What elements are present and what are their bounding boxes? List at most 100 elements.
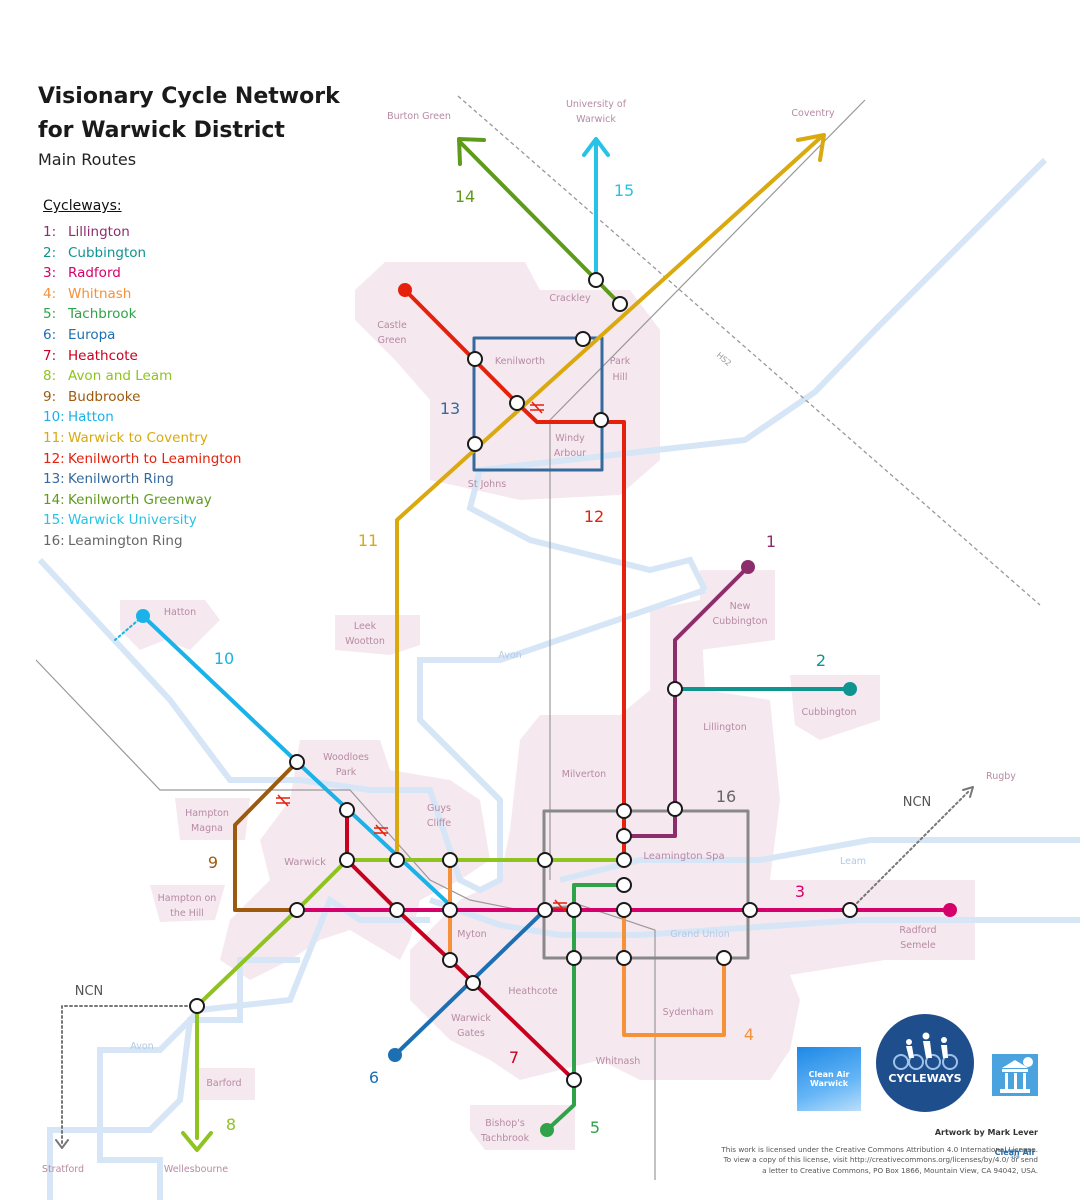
legend-label: Avon and Leam xyxy=(68,368,173,385)
barford-area xyxy=(195,1068,255,1100)
label-guys-cliffe-1: Guys xyxy=(427,803,451,814)
label-university-2: Warwick xyxy=(576,114,616,125)
legend-number: 14: xyxy=(43,491,65,508)
junction xyxy=(588,272,604,288)
junction xyxy=(442,852,458,868)
label-crackley: Crackley xyxy=(549,293,591,304)
junction xyxy=(842,902,858,918)
route-number-1: 1 xyxy=(766,532,776,551)
junction xyxy=(616,902,632,918)
route-number-13: 13 xyxy=(440,399,460,418)
route-13-line xyxy=(472,336,604,472)
legend-number: 16: xyxy=(43,532,65,549)
legend-label: Kenilworth Greenway xyxy=(68,491,212,508)
label-wellesbourne: Wellesbourne xyxy=(164,1164,228,1175)
junction xyxy=(616,950,632,966)
hampton-hill-area xyxy=(150,885,225,922)
label-hatton: Hatton xyxy=(164,607,196,618)
junction xyxy=(442,902,458,918)
legend-label: Whitnash xyxy=(68,285,132,302)
legend-number: 8: xyxy=(43,368,57,385)
label-bishops-tachbrook-1: Bishop's xyxy=(485,1118,525,1129)
junction xyxy=(389,902,405,918)
junction xyxy=(467,436,483,452)
leamington-area xyxy=(410,600,975,1080)
cyclists-icon xyxy=(893,1032,958,1070)
legend-number: 6: xyxy=(43,326,57,343)
grand-union-canal xyxy=(428,897,1080,938)
legend-item: 10:Hatton xyxy=(43,407,241,428)
legend-item: 7:Heathcote xyxy=(43,346,241,367)
legend-item: 13:Kenilworth Ring xyxy=(43,469,241,490)
label-radford-semele-1: Radford xyxy=(899,925,936,936)
label-hampton-hill-2: the Hill xyxy=(170,908,204,919)
label-hs2: HS2 xyxy=(715,351,733,368)
junction xyxy=(575,331,591,347)
junction xyxy=(566,1072,582,1088)
junction xyxy=(537,902,553,918)
label-leam: Leam xyxy=(840,856,866,867)
clean-air-leamington-line-2: For Leamington Spa xyxy=(995,1148,1035,1160)
label-radford-semele-2: Semele xyxy=(900,940,936,951)
legend-item: 12:Kenilworth to Leamington xyxy=(43,449,241,470)
label-hampton-magna-1: Hampton xyxy=(185,808,229,819)
label-myton: Myton xyxy=(457,929,486,940)
terminus-cubbington xyxy=(843,682,857,696)
label-warwick: Warwick xyxy=(284,857,326,868)
legend: 1:Lillington 2:Cubbington 3:Radford 4:Wh… xyxy=(43,222,241,552)
label-rugby: Rugby xyxy=(986,771,1016,782)
bandstand-icon xyxy=(992,1054,1038,1096)
label-woodloes-park-1: Woodloes xyxy=(323,752,369,763)
legend-number: 10: xyxy=(43,409,65,426)
new-cubbington-area xyxy=(700,570,775,650)
junction xyxy=(742,902,758,918)
avon-river-mid xyxy=(37,557,706,894)
cycleways-logo: CYCLEWAYS xyxy=(876,1014,974,1112)
leek-wootton-area xyxy=(335,615,420,655)
junction xyxy=(509,395,525,411)
route-11-line xyxy=(395,136,822,862)
label-stratford: Stratford xyxy=(42,1164,84,1175)
legend-item: 14:Kenilworth Greenway xyxy=(43,490,241,511)
legend-item: 11:Warwick to Coventry xyxy=(43,428,241,449)
legend-number: 13: xyxy=(43,471,65,488)
legend-label: Kenilworth to Leamington xyxy=(68,450,242,467)
legend-number: 2: xyxy=(43,244,57,261)
junction xyxy=(467,351,483,367)
map-title-line-1: Visionary Cycle Network xyxy=(38,84,340,109)
route-number-8: 8 xyxy=(226,1115,236,1134)
license-line-3: a letter to Creative Commons, PO Box 186… xyxy=(762,1165,1038,1175)
junction xyxy=(339,852,355,868)
stratford-arrow xyxy=(55,1139,69,1149)
legend-item: 15:Warwick University xyxy=(43,510,241,531)
water-labels: Avon Leam Avon Grand Union xyxy=(130,650,866,1052)
legend-label: Budbrooke xyxy=(68,388,141,405)
burton-green-arrow xyxy=(457,137,486,166)
legend-label: Leamington Ring xyxy=(68,532,183,549)
terminus-bishops-tachbrook xyxy=(540,1123,554,1137)
legend-heading: Cycleways: xyxy=(43,198,122,214)
avon-river-north xyxy=(466,157,1048,592)
legend-number: 5: xyxy=(43,306,57,323)
junction xyxy=(616,852,632,868)
legend-label: Hatton xyxy=(68,409,114,426)
junction xyxy=(189,998,205,1014)
legend-item: 6:Europa xyxy=(43,325,241,346)
label-leek-wootton-1: Leek xyxy=(354,621,377,632)
route-number-16: 16 xyxy=(716,787,736,806)
label-leamington-spa: Leamington Spa xyxy=(643,851,724,862)
route-5-line xyxy=(545,883,626,1132)
route-number-10: 10 xyxy=(214,649,234,668)
license-line-2: To view a copy of this license, visit ht… xyxy=(723,1155,1038,1164)
terminus-hatton xyxy=(136,609,150,623)
label-heathcote: Heathcote xyxy=(508,986,557,997)
cycleways-logo-text: CYCLEWAYS xyxy=(888,1072,962,1085)
waterways xyxy=(37,157,1080,1200)
clean-air-warwick-line-2: Warwick xyxy=(809,1079,849,1088)
junction xyxy=(537,852,553,868)
credits: Artwork by Mark Lever This work is licen… xyxy=(721,1128,1038,1176)
legend-number: 11: xyxy=(43,429,65,446)
label-warwick-gates-2: Gates xyxy=(457,1028,485,1039)
ncn-west-line xyxy=(61,1005,198,1144)
